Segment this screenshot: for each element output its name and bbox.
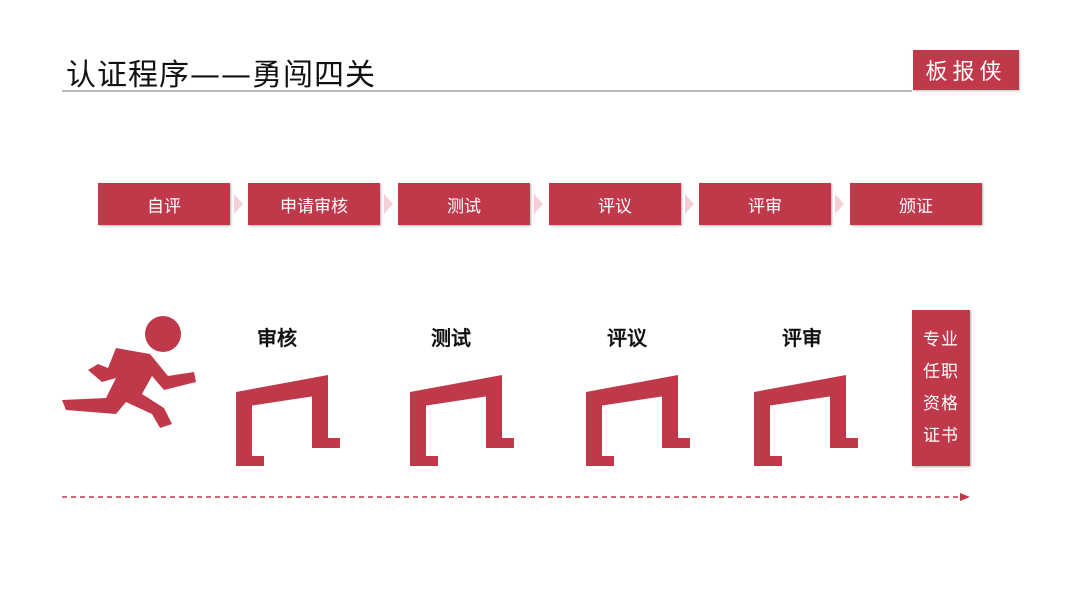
hurdle-icon	[410, 375, 514, 466]
step-application-review: 申请审核	[248, 183, 380, 225]
certificate-line: 专业	[923, 330, 959, 350]
step-test: 测试	[398, 183, 530, 225]
running-person-icon	[62, 316, 196, 428]
title-underline	[62, 90, 912, 92]
chevron-right-icon	[234, 194, 243, 214]
step-self-evaluation: 自评	[98, 183, 230, 225]
hurdle-icon	[236, 375, 340, 466]
certificate-line: 资格	[923, 394, 959, 414]
step-certification: 颁证	[850, 183, 982, 225]
hurdle-label-review: 审核	[257, 326, 297, 350]
hurdle-label-test: 测试	[431, 326, 471, 350]
brand-badge: 板报侠	[913, 50, 1019, 90]
certificate-line: 任职	[923, 362, 959, 382]
hurdle-icon	[586, 375, 690, 466]
chevron-right-icon	[534, 194, 543, 214]
page-title: 认证程序——勇闯四关	[66, 58, 376, 93]
chevron-right-icon	[685, 194, 694, 214]
chevron-right-icon	[835, 194, 844, 214]
hurdle-label-discussion: 评议	[607, 326, 647, 350]
hurdle-label-assessment: 评审	[782, 326, 822, 350]
chevron-right-icon	[384, 194, 393, 214]
dashed-arrow-icon	[62, 493, 970, 501]
step-discussion: 评议	[549, 183, 681, 225]
certificate-box: 专业 任职 资格 证书	[912, 310, 970, 466]
certificate-line: 证书	[923, 426, 959, 446]
hurdle-icon	[754, 375, 858, 466]
step-assessment: 评审	[699, 183, 831, 225]
